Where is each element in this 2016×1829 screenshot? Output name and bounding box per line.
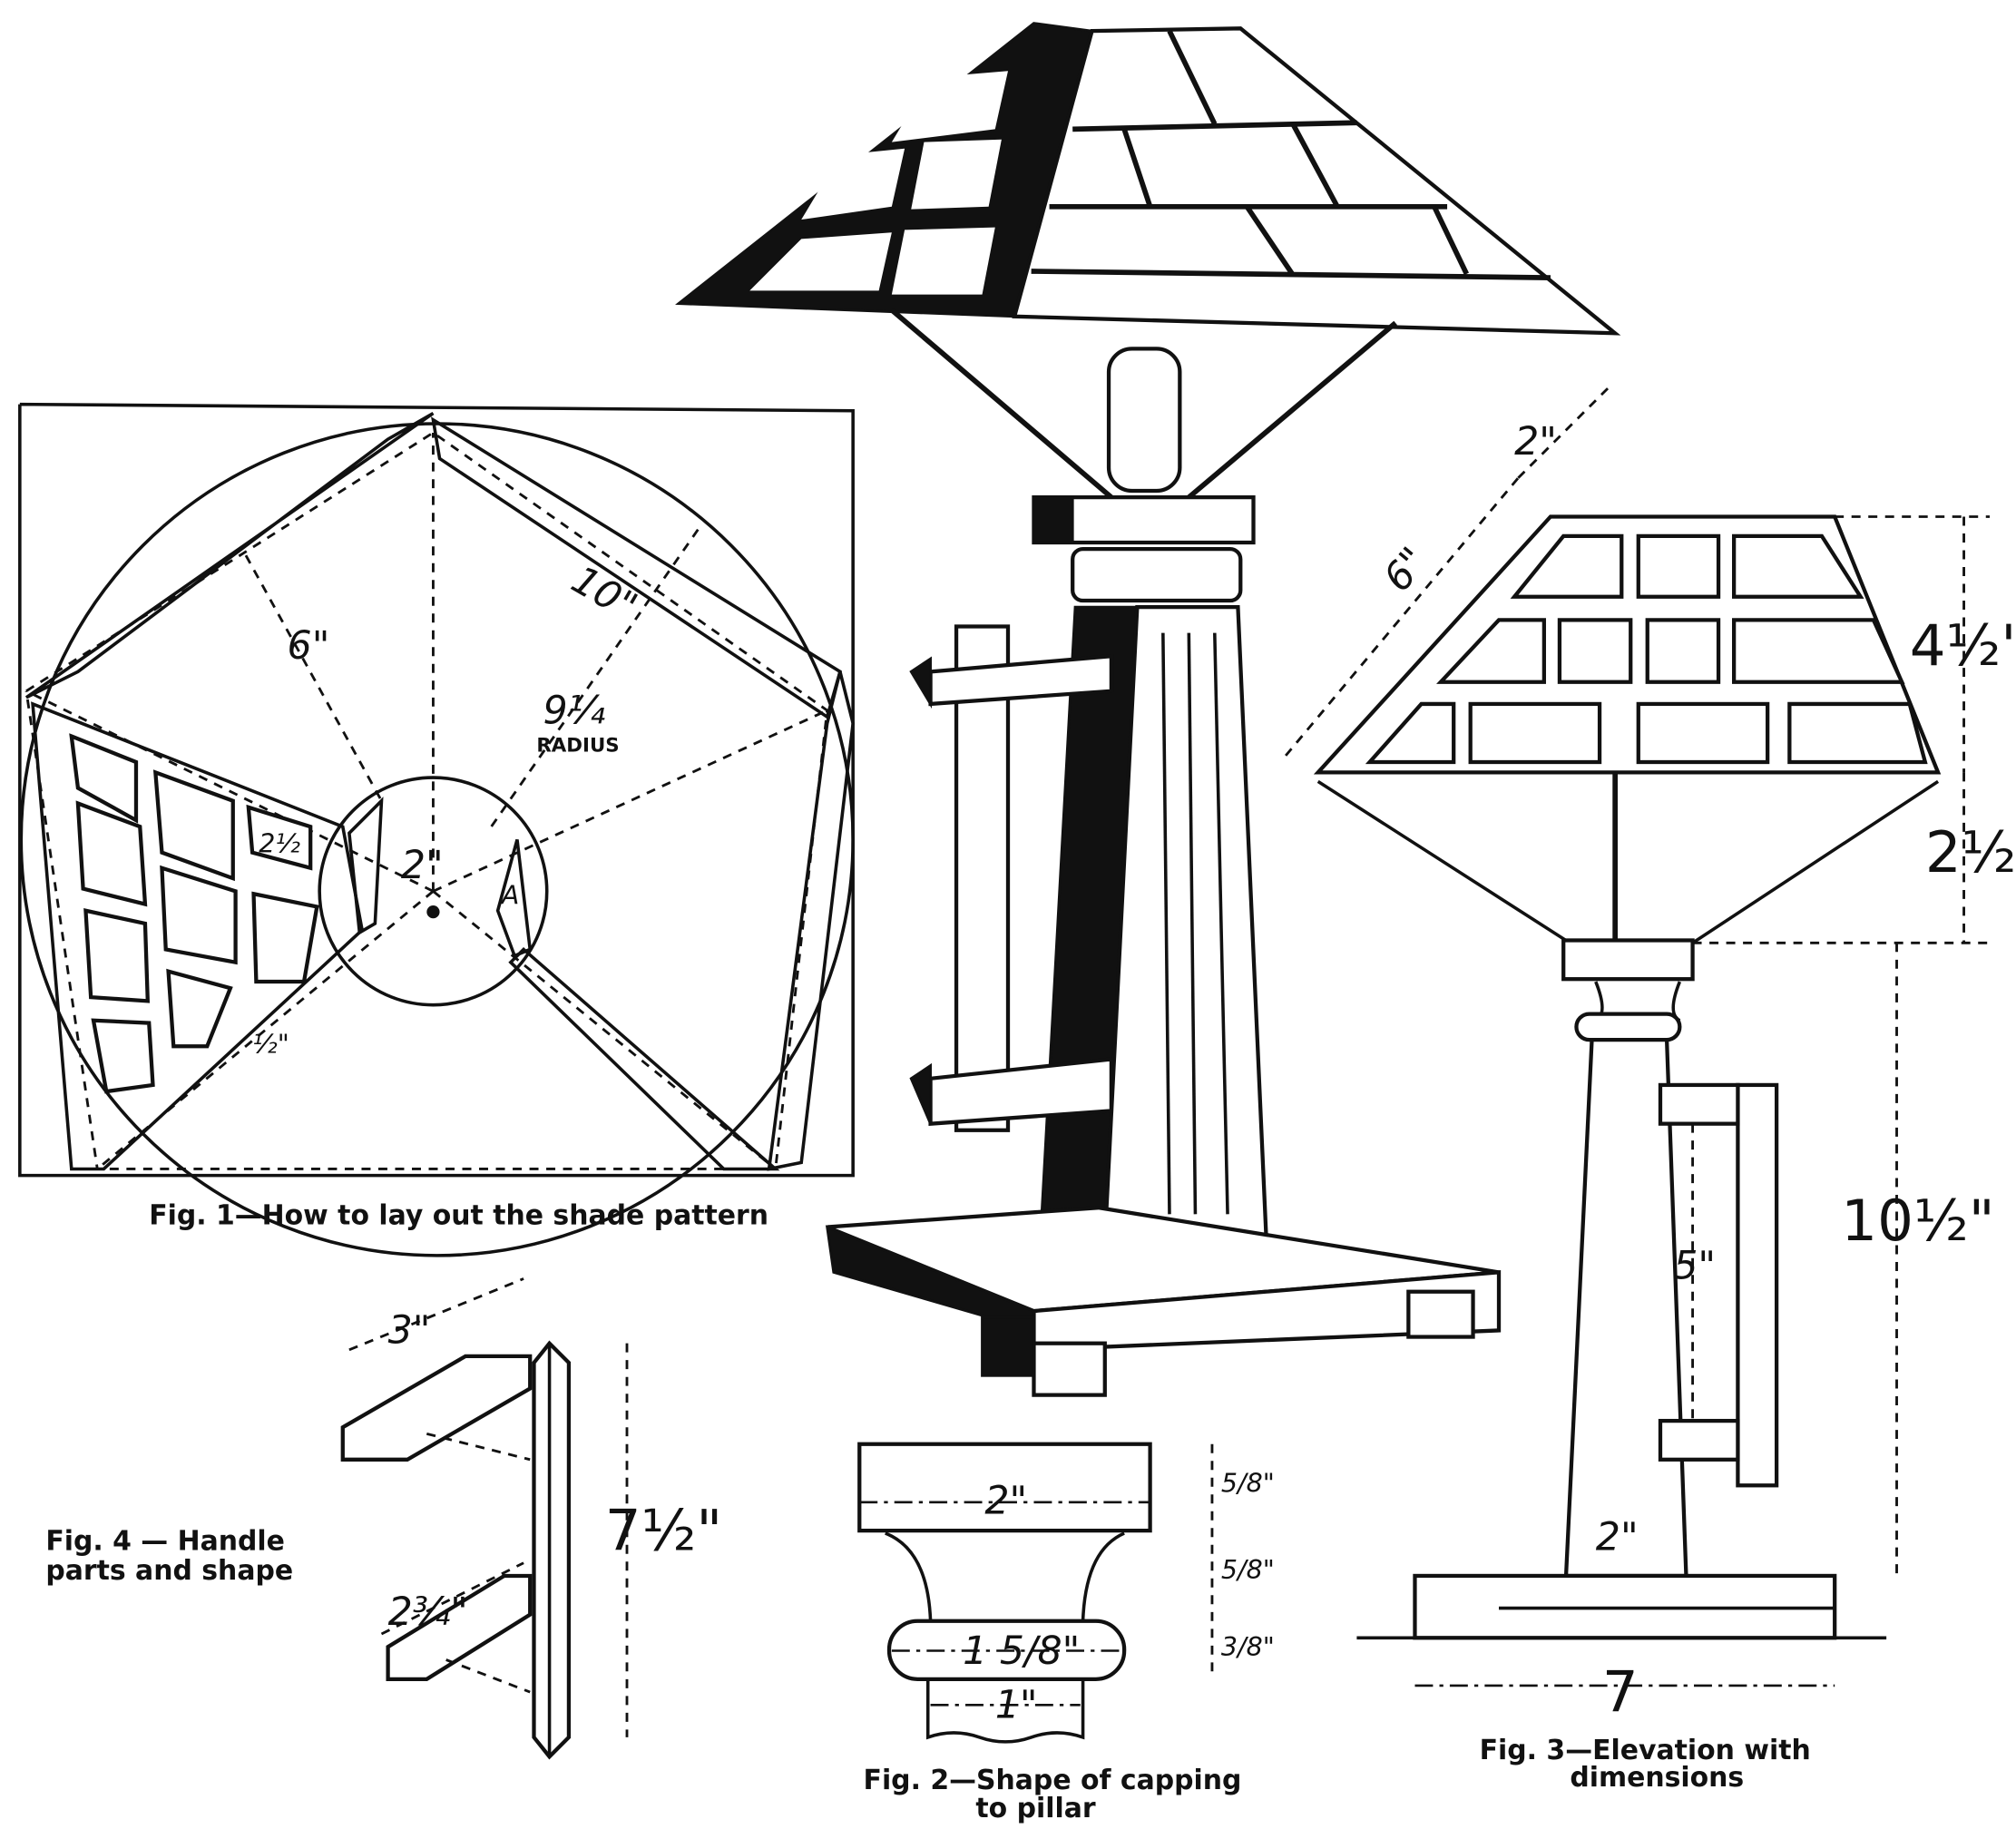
fig2-dim-h2: 5/8": [1221, 1555, 1275, 1585]
fig3-shade-panes: [1365, 533, 1928, 765]
label-a: A: [500, 881, 519, 911]
lamp-perspective: [675, 22, 1621, 1397]
fig2-caption-line1: Fig. 2—Shape of capping: [864, 1765, 1242, 1796]
dim-half-in: ½": [252, 1029, 289, 1059]
fig3-dim-shade-h: 4½": [1910, 612, 2016, 679]
fig3-caption-line2: dimensions: [1570, 1762, 1744, 1794]
shade-left-panes: [749, 71, 1008, 295]
fig2-dim-h3: 3/8": [1221, 1632, 1275, 1662]
dim-6in: 6": [288, 623, 330, 669]
fig2-capping: 2" 5/8" 5/8" 3/8" 1 5/8" 1" Fig. 2—Shape…: [857, 1442, 1275, 1824]
dim-radius-value: 9¼: [543, 688, 605, 733]
fig4-caption-line1: Fig. 4 — Handle: [45, 1525, 285, 1557]
fig2-dim-top: 2": [984, 1479, 1027, 1524]
fig3-elevation: 2" 6" 4½" 2½" 10½" 5" 2" 7 Fig. 3—Elevat…: [1285, 386, 2016, 1794]
dim-2in: 2": [401, 843, 444, 888]
dim-radius-word: RADIUS: [536, 735, 619, 758]
fig1-shade-pattern: 10" 6" 9¼ RADIUS 2" 2½ ½" A Fig. 1—How t…: [18, 402, 855, 1257]
fig4-caption-line2: parts and shape: [45, 1555, 293, 1587]
dim-10in: 10": [563, 557, 644, 630]
fig3-dim-pillar-h: 10½": [1841, 1188, 1994, 1254]
fig3-caption-line1: Fig. 3—Elevation with: [1480, 1735, 1811, 1766]
shade-panes: [1031, 29, 1551, 280]
fig3-dim-base-w: 7: [1602, 1658, 1639, 1725]
fig3-dim-top: 2": [1514, 419, 1557, 465]
fig4-dim-upper: 3": [388, 1308, 431, 1354]
fig4-dim-lower: 2¾": [388, 1589, 468, 1635]
fig2-dim-stem: 1": [995, 1683, 1038, 1728]
fig3-dim-slope: 6": [1375, 539, 1436, 601]
fig2-dim-h1: 5/8": [1221, 1468, 1275, 1498]
fig1-caption: Fig. 1—How to lay out the shade pattern: [149, 1200, 768, 1232]
fig3-dim-lower-h: 2½": [1925, 819, 2016, 885]
fig4-dim-length: 7½": [605, 1497, 722, 1563]
fig1-window-panes: [69, 733, 319, 1094]
fig2-caption-line2: to pillar: [975, 1793, 1095, 1824]
pillar-grain: [1161, 632, 1229, 1215]
fig3-dim-pillar-w: 2": [1596, 1514, 1639, 1560]
dim-2-half: 2½: [259, 829, 300, 859]
fig3-dim-handle-gap: 5": [1673, 1243, 1716, 1288]
fig2-dim-bead: 1 5/8": [963, 1628, 1080, 1674]
fig4-handle: 3" 2¾" 7½" Fig. 4 — Handle parts and sha…: [45, 1277, 722, 1760]
